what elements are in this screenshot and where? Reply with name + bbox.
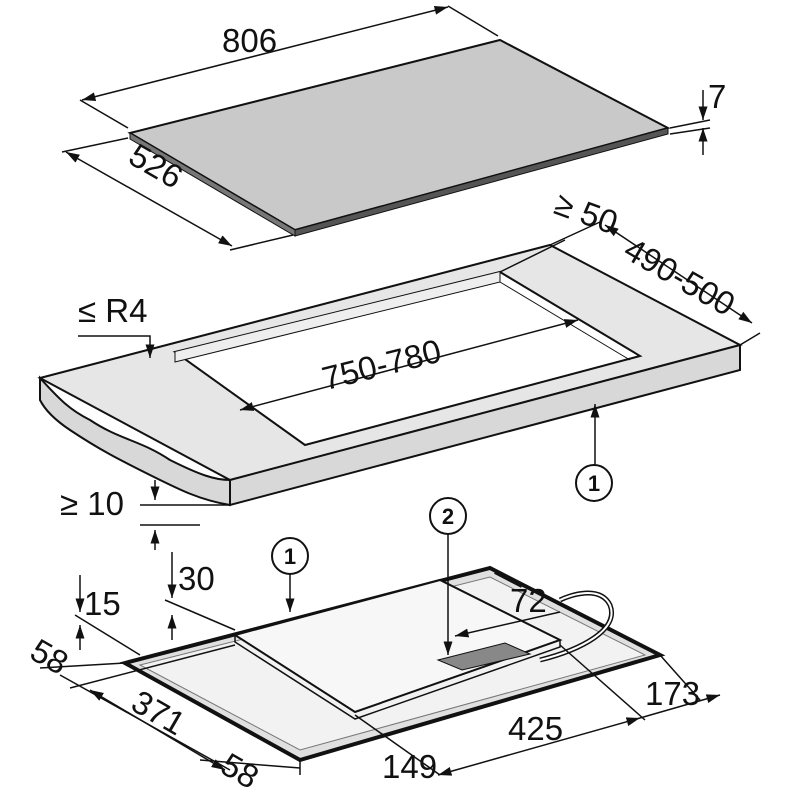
dim-173: 173: [645, 675, 700, 712]
hob-dimension-lines: [39, 534, 721, 776]
dim-15: 15: [84, 585, 121, 622]
dim-30: 30: [178, 560, 215, 597]
svg-text:2: 2: [442, 504, 454, 529]
callout-countertop: 1: [575, 464, 613, 502]
svg-text:1: 1: [588, 471, 600, 496]
countertop-dimension-lines: [78, 221, 761, 550]
dim-149: 149: [382, 748, 437, 785]
svg-text:1: 1: [284, 544, 296, 569]
dim-58-left: 58: [24, 631, 74, 681]
glass-dimension-lines: [61, 5, 711, 251]
dim-glass-thickness: 7: [708, 78, 726, 115]
callout-hob-2: 2: [429, 497, 467, 535]
dim-72: 72: [510, 582, 547, 619]
dim-58-bottom: 58: [215, 745, 265, 795]
dim-corner-radius: ≤ R4: [78, 292, 147, 329]
dim-425: 425: [508, 710, 563, 747]
dim-min-edge: ≥ 50: [550, 185, 623, 242]
callout-hob-1: 1: [271, 537, 309, 575]
hob-base: [119, 565, 666, 763]
dim-glass-width: 806: [222, 22, 277, 59]
dim-min-thickness: ≥ 10: [60, 485, 124, 522]
